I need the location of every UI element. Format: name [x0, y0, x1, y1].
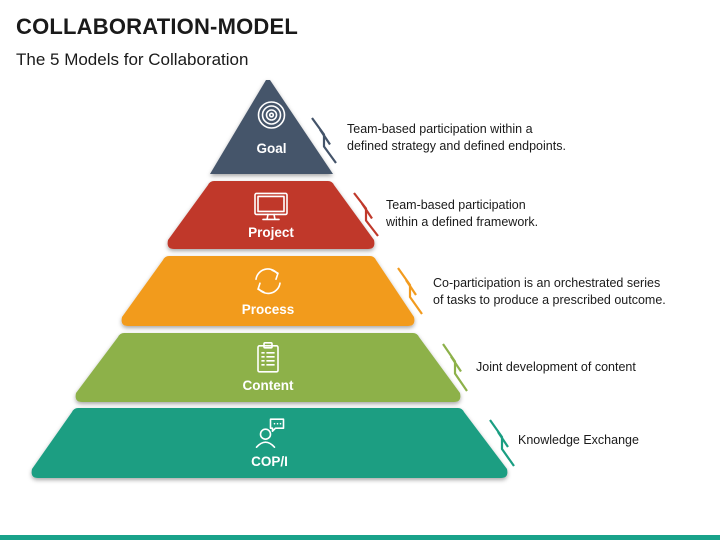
connector-cop-i [489, 419, 515, 467]
pyramid-level-project: Project [167, 181, 375, 249]
connector-goal [311, 117, 337, 164]
connector-project [353, 192, 379, 237]
pyramid-level-process-shape [121, 256, 415, 326]
pyramid-level-goal-shape [210, 80, 333, 174]
pyramid-level-cop-i: COP/I [31, 408, 508, 478]
connector-content [442, 343, 468, 392]
person-chat-icon [255, 418, 285, 448]
description-cop-i: Knowledge Exchange [518, 433, 639, 447]
pyramid-level-goal: Goal [210, 80, 333, 174]
connector-process [397, 267, 423, 315]
clipboard-icon [257, 342, 279, 373]
pyramid-level-cop-i-label: COP/I [251, 454, 288, 469]
pyramid-level-content-shape [75, 333, 461, 402]
bottom-accent-bar [0, 535, 720, 540]
pyramid-level-process-label: Process [242, 302, 295, 317]
page-subtitle: The 5 Models for Collaboration [16, 50, 249, 69]
pyramid-level-project-label: Project [248, 225, 294, 240]
description-goal: Team-based participation within a define… [347, 122, 566, 153]
pyramid-level-content: Content [75, 333, 461, 402]
target-icon [257, 101, 286, 129]
pyramid-level-goal-label: Goal [256, 141, 286, 156]
monitor-icon [254, 192, 288, 221]
description-content: Joint development of content [476, 360, 636, 374]
cycle-icon [255, 268, 281, 295]
description-process: Co-participation is an orchestrated seri… [433, 276, 666, 307]
page-title: COLLABORATION-MODEL [16, 14, 299, 39]
description-project: Team-based participation within a define… [386, 198, 539, 229]
pyramid-level-process: Process [121, 256, 415, 326]
pyramid-level-content-label: Content [243, 378, 294, 393]
